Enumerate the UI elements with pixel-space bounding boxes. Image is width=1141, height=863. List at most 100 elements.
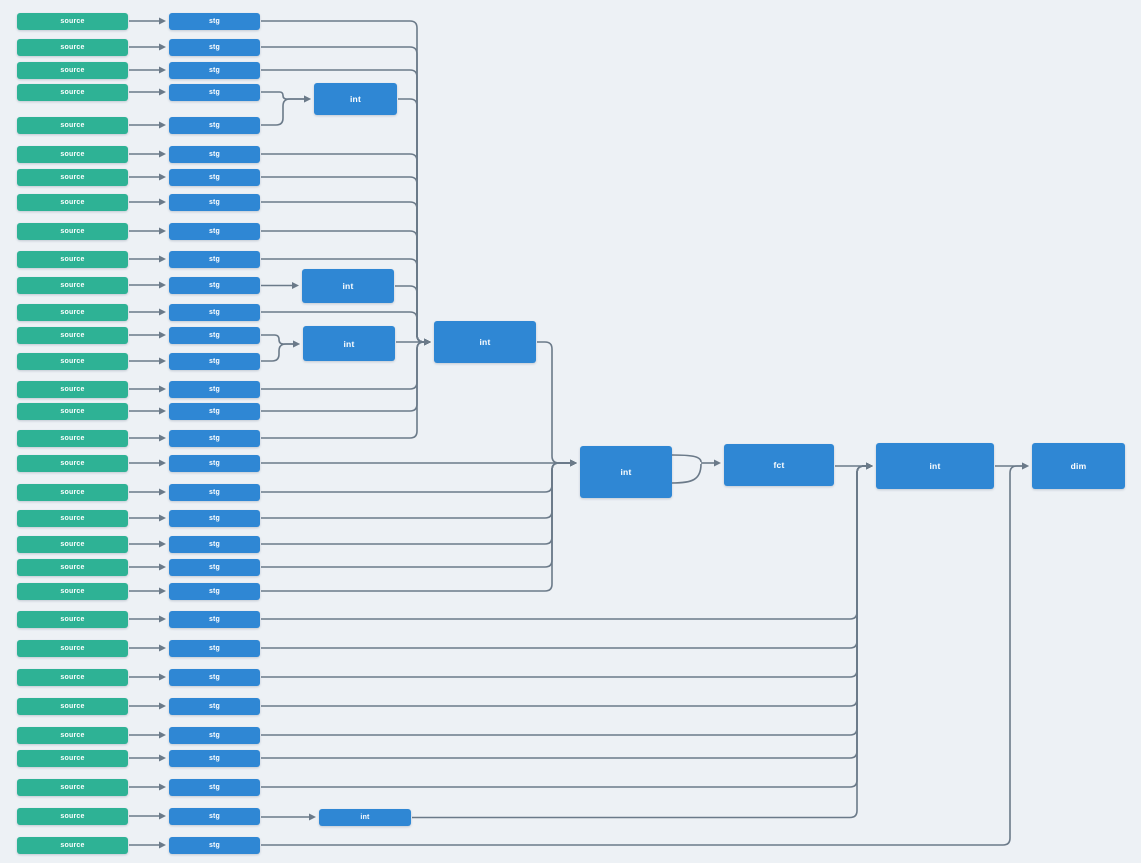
node-stg6[interactable]: stg <box>169 145 260 163</box>
edge-source29-stg29-arrowhead <box>159 754 166 762</box>
node-int2[interactable]: int <box>302 269 394 303</box>
node-source29[interactable]: source <box>17 749 128 767</box>
node-label: int <box>929 461 941 471</box>
edge-source4-stg4-arrowhead <box>159 88 166 96</box>
node-stg8[interactable]: stg <box>169 193 260 211</box>
node-stg3[interactable]: stg <box>169 61 260 79</box>
node-label: stg <box>208 587 221 595</box>
node-int1[interactable]: int <box>314 83 397 115</box>
node-stg25[interactable]: stg <box>169 639 260 657</box>
node-stg10[interactable]: stg <box>169 250 260 268</box>
node-source2[interactable]: source <box>17 38 128 56</box>
node-source28[interactable]: source <box>17 726 128 744</box>
edge-stg25-int6 <box>261 465 867 649</box>
node-source19[interactable]: source <box>17 483 128 501</box>
node-source23[interactable]: source <box>17 582 128 600</box>
node-source5[interactable]: source <box>17 116 128 134</box>
node-source9[interactable]: source <box>17 222 128 240</box>
node-stg32[interactable]: stg <box>169 836 260 854</box>
node-label: source <box>60 198 85 206</box>
node-stg5[interactable]: stg <box>169 116 260 134</box>
node-fct[interactable]: fct <box>724 444 834 486</box>
node-stg22[interactable]: stg <box>169 558 260 576</box>
node-source17[interactable]: source <box>17 429 128 447</box>
node-source30[interactable]: source <box>17 778 128 796</box>
edge-source30-stg30-arrowhead <box>159 783 166 791</box>
node-stg2[interactable]: stg <box>169 38 260 56</box>
node-stg11[interactable]: stg <box>169 276 260 294</box>
node-stg9[interactable]: stg <box>169 222 260 240</box>
edge-stg21-int5 <box>261 462 571 545</box>
node-source18[interactable]: source <box>17 454 128 472</box>
node-stg20[interactable]: stg <box>169 509 260 527</box>
edge-stg20-int5 <box>261 462 571 519</box>
node-source15[interactable]: source <box>17 380 128 398</box>
node-source21[interactable]: source <box>17 535 128 553</box>
node-stg27[interactable]: stg <box>169 697 260 715</box>
node-source10[interactable]: source <box>17 250 128 268</box>
node-source3[interactable]: source <box>17 61 128 79</box>
node-source24[interactable]: source <box>17 610 128 628</box>
node-source13[interactable]: source <box>17 326 128 344</box>
node-source8[interactable]: source <box>17 193 128 211</box>
node-stg31[interactable]: stg <box>169 807 260 825</box>
node-label: stg <box>208 407 221 415</box>
node-stg26[interactable]: stg <box>169 668 260 686</box>
node-stg15[interactable]: stg <box>169 380 260 398</box>
node-source26[interactable]: source <box>17 668 128 686</box>
node-int6[interactable]: int <box>876 443 994 489</box>
node-stg30[interactable]: stg <box>169 778 260 796</box>
node-source11[interactable]: source <box>17 276 128 294</box>
node-label: stg <box>208 173 221 181</box>
node-source25[interactable]: source <box>17 639 128 657</box>
edge-source10-stg10-arrowhead <box>159 255 166 263</box>
node-stg24[interactable]: stg <box>169 610 260 628</box>
node-source32[interactable]: source <box>17 836 128 854</box>
node-stg29[interactable]: stg <box>169 749 260 767</box>
node-stg23[interactable]: stg <box>169 582 260 600</box>
node-source12[interactable]: source <box>17 303 128 321</box>
node-source1[interactable]: source <box>17 12 128 30</box>
node-label: stg <box>208 150 221 158</box>
node-label: stg <box>208 121 221 129</box>
node-stg17[interactable]: stg <box>169 429 260 447</box>
node-stg28[interactable]: stg <box>169 726 260 744</box>
node-stg1[interactable]: stg <box>169 12 260 30</box>
node-source22[interactable]: source <box>17 558 128 576</box>
node-label: stg <box>208 43 221 51</box>
node-source14[interactable]: source <box>17 352 128 370</box>
edge-source16-stg16-arrowhead <box>159 407 166 415</box>
node-stg16[interactable]: stg <box>169 402 260 420</box>
edge-stg29-int6 <box>261 465 867 759</box>
edge-int1-int4 <box>398 98 425 343</box>
node-int3[interactable]: int <box>303 326 395 361</box>
edge-stg27-int6 <box>261 465 867 707</box>
node-label: fct <box>773 460 785 470</box>
node-source4[interactable]: source <box>17 83 128 101</box>
node-int4[interactable]: int <box>434 321 536 363</box>
edge-source11-stg11-arrowhead <box>159 281 166 289</box>
node-source27[interactable]: source <box>17 697 128 715</box>
node-label: stg <box>208 308 221 316</box>
node-source6[interactable]: source <box>17 145 128 163</box>
node-source31[interactable]: source <box>17 807 128 825</box>
node-label: source <box>60 731 85 739</box>
node-stg21[interactable]: stg <box>169 535 260 553</box>
edge-stg6-int4 <box>261 153 425 343</box>
node-stg12[interactable]: stg <box>169 303 260 321</box>
node-stg14[interactable]: stg <box>169 352 260 370</box>
node-source7[interactable]: source <box>17 168 128 186</box>
node-stg19[interactable]: stg <box>169 483 260 501</box>
node-int5[interactable]: int <box>580 446 672 498</box>
node-stg7[interactable]: stg <box>169 168 260 186</box>
node-stg18[interactable]: stg <box>169 454 260 472</box>
edge-stg30-int6 <box>261 465 867 788</box>
node-label: stg <box>208 615 221 623</box>
node-source16[interactable]: source <box>17 402 128 420</box>
node-stg4[interactable]: stg <box>169 83 260 101</box>
node-source20[interactable]: source <box>17 509 128 527</box>
node-dim[interactable]: dim <box>1032 443 1125 489</box>
node-int7[interactable]: int <box>319 809 411 826</box>
node-stg13[interactable]: stg <box>169 326 260 344</box>
edge-source24-stg24-arrowhead <box>159 615 166 623</box>
